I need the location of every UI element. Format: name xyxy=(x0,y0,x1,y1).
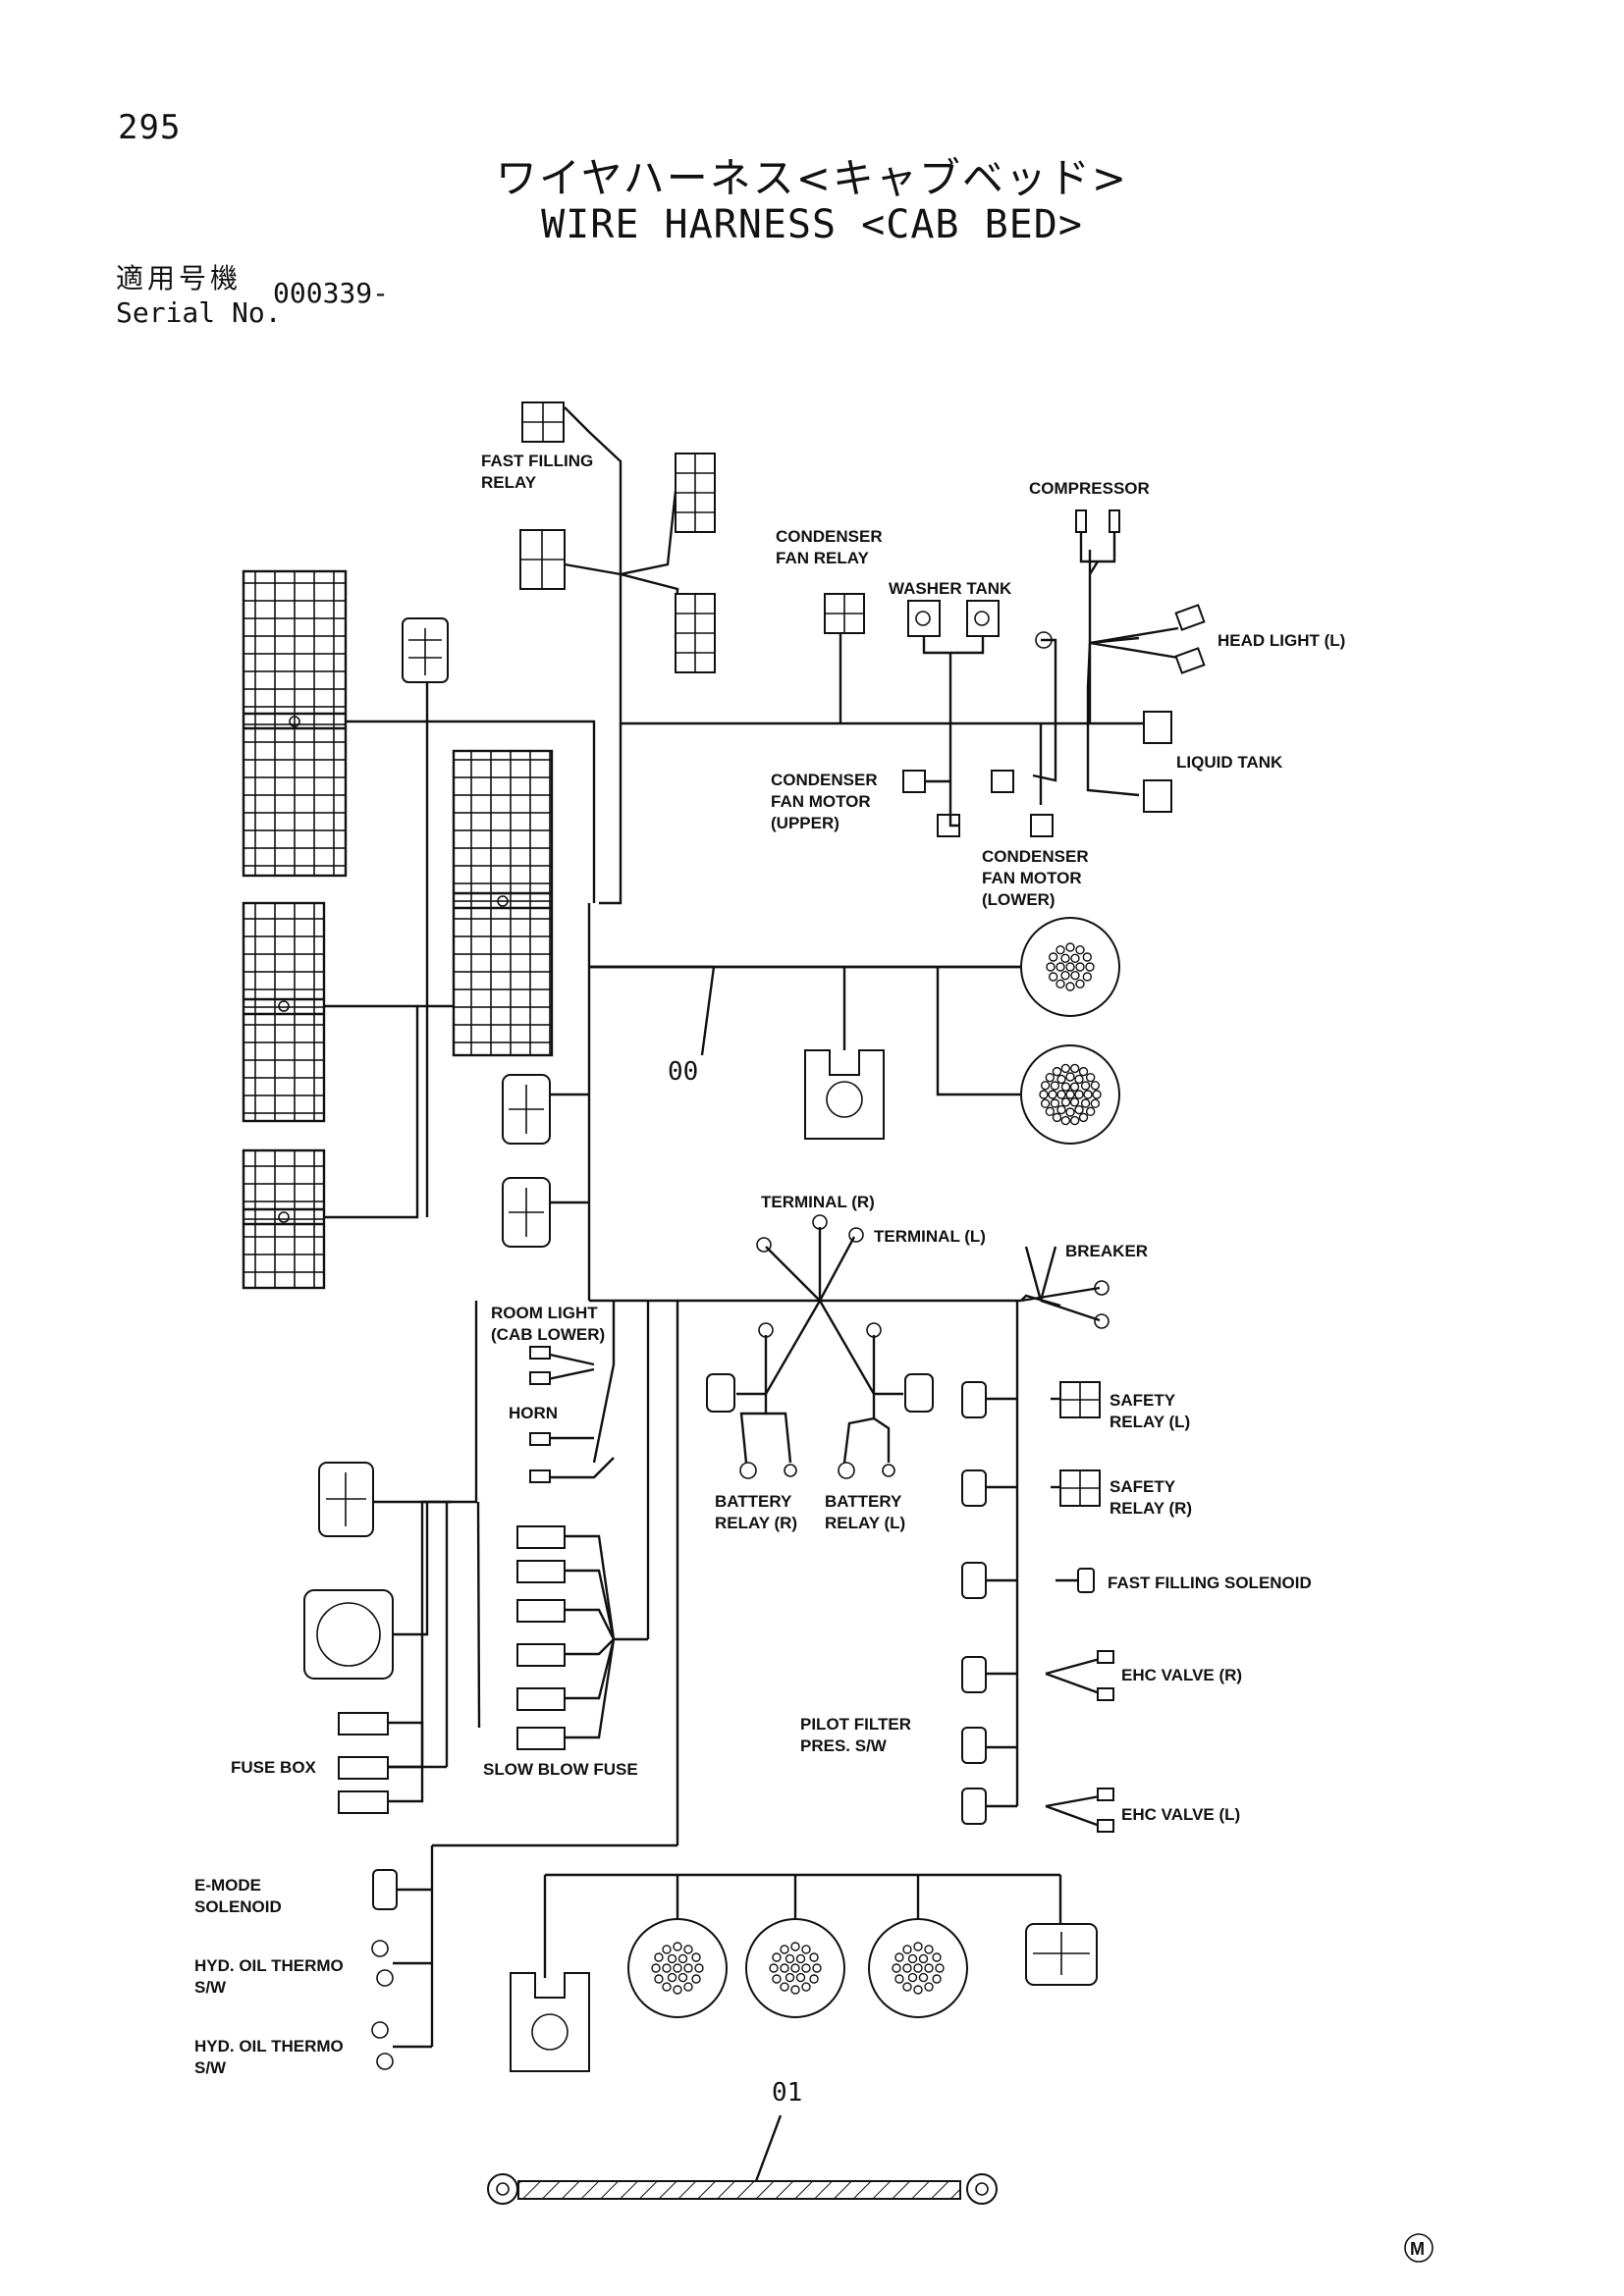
room-light-horn-connectors xyxy=(529,1346,551,1483)
label-battery-relay-l-1: BATTERY xyxy=(825,1492,902,1511)
sensor-u-shape-lower xyxy=(510,1972,590,2072)
label-hyd-oil-1a: HYD. OIL THERMO xyxy=(194,1956,344,1975)
condenser-fan-relay-connector xyxy=(824,593,865,634)
connector-pin-holes xyxy=(1046,942,1095,991)
label-cfm-upper-3: (UPPER) xyxy=(771,814,839,832)
ecu-block-small-left xyxy=(242,1148,326,1290)
label-washer-tank: WASHER TANK xyxy=(889,579,1012,598)
part-callout-01: 01 xyxy=(772,2078,802,2108)
label-head-light-l: HEAD LIGHT (L) xyxy=(1218,631,1345,650)
e-mode-solenoid-connector xyxy=(372,1869,398,1910)
serial-number-value: 000339- xyxy=(273,277,390,309)
label-safety-relay-l-2: RELAY (L) xyxy=(1110,1413,1190,1431)
ecu-block-large-left xyxy=(242,569,348,878)
label-battery-relay-r-2: RELAY (R) xyxy=(715,1514,797,1532)
label-safety-relay-l-1: SAFETY xyxy=(1110,1391,1176,1410)
relay-connectors-stack xyxy=(519,453,716,673)
head-light-connectors xyxy=(1035,604,1206,674)
label-pilot-filter-2: PRES. S/W xyxy=(800,1736,888,1755)
label-hyd-oil-1b: S/W xyxy=(194,1978,227,1997)
slow-blow-fuse-connectors xyxy=(516,1525,566,1750)
connector-pin-holes xyxy=(892,1942,945,1995)
part-callout-00: 00 xyxy=(668,1057,698,1087)
label-liquid-tank: LIQUID TANK xyxy=(1176,753,1283,772)
label-fast-filling-relay-2: RELAY xyxy=(481,473,537,492)
label-battery-relay-r-1: BATTERY xyxy=(715,1492,792,1511)
label-terminal-r: TERMINAL (R) xyxy=(761,1193,875,1211)
liquid-tank-connectors xyxy=(1143,711,1172,813)
m-mark: M xyxy=(1404,2233,1434,2263)
label-hyd-oil-2b: S/W xyxy=(194,2058,227,2077)
small-connector-left xyxy=(402,617,449,683)
label-compressor: COMPRESSOR xyxy=(1029,479,1150,498)
label-ehc-valve-l: EHC VALVE (L) xyxy=(1121,1805,1240,1824)
label-cfm-lower-2: FAN MOTOR xyxy=(982,869,1082,887)
label-pilot-filter-1: PILOT FILTER xyxy=(800,1715,911,1734)
ecu-block-center xyxy=(452,749,554,1057)
ground-cable-part-01 xyxy=(487,2114,998,2205)
fast-filling-relay-connector xyxy=(521,401,565,443)
label-fast-filling-relay-1: FAST FILLING xyxy=(481,452,593,470)
label-battery-relay-l-2: RELAY (L) xyxy=(825,1514,905,1532)
title-japanese: ワイヤハーネス<キャブベッド> xyxy=(495,154,1129,202)
label-ehc-valve-r: EHC VALVE (R) xyxy=(1121,1666,1242,1684)
label-horn: HORN xyxy=(509,1404,558,1422)
compressor-connector xyxy=(1075,509,1120,575)
hyd-oil-thermo-switch-1 xyxy=(371,1940,394,1987)
label-room-light-2: (CAB LOWER) xyxy=(491,1325,605,1344)
small-connectors-center xyxy=(502,1074,551,1248)
label-safety-relay-r-2: RELAY (R) xyxy=(1110,1499,1192,1518)
connector-left-round xyxy=(303,1589,394,1680)
connector-pin-holes xyxy=(1039,1063,1102,1126)
connector-pin-holes xyxy=(769,1942,822,1995)
title-english: WIRE HARNESS <CAB BED> xyxy=(541,202,1083,247)
page-number: 295 xyxy=(118,108,182,147)
label-hyd-oil-2a: HYD. OIL THERMO xyxy=(194,2037,344,2056)
label-cfm-upper-2: FAN MOTOR xyxy=(771,792,871,811)
label-cfm-upper-1: CONDENSER xyxy=(771,771,878,789)
label-e-mode-2: SOLENOID xyxy=(194,1897,282,1916)
main-wiring xyxy=(324,406,1179,2049)
label-fast-filling-solenoid: FAST FILLING SOLENOID xyxy=(1108,1574,1312,1592)
label-terminal-l: TERMINAL (L) xyxy=(874,1227,986,1246)
right-column-connectors xyxy=(961,1381,1114,1833)
label-safety-relay-r-1: SAFETY xyxy=(1110,1477,1176,1496)
serial-label-english: Serial No. xyxy=(116,296,282,329)
hyd-oil-thermo-switch-2 xyxy=(371,2021,394,2070)
square-connector-bottom xyxy=(1025,1923,1098,1986)
serial-label-japanese: 適用号機 xyxy=(116,262,243,294)
sensor-u-shape-upper xyxy=(804,1049,885,1140)
diagram-labels: FAST FILLING RELAY COMPRESSOR CONDENSER … xyxy=(194,452,1345,2077)
connector-pin-holes xyxy=(651,1942,704,1995)
terminal-circles xyxy=(706,1214,1110,1479)
label-room-light-1: ROOM LIGHT xyxy=(491,1304,598,1322)
washer-tank-connectors xyxy=(907,600,1000,655)
fuse-box-connectors xyxy=(338,1712,389,1814)
label-condenser-fan-relay-1: CONDENSER xyxy=(776,527,883,546)
label-slow-blow-fuse: SLOW BLOW FUSE xyxy=(483,1760,638,1779)
label-e-mode-1: E-MODE xyxy=(194,1876,261,1895)
label-condenser-fan-relay-2: FAN RELAY xyxy=(776,549,869,567)
label-fuse-box: FUSE BOX xyxy=(231,1758,317,1777)
label-cfm-lower-3: (LOWER) xyxy=(982,890,1056,909)
connector-left-square xyxy=(318,1462,374,1537)
svg-text:M: M xyxy=(1410,2239,1425,2259)
condenser-fan-motor-connectors xyxy=(902,723,1054,837)
ecu-block-middle-left xyxy=(242,901,326,1123)
label-breaker: BREAKER xyxy=(1065,1242,1148,1260)
label-cfm-lower-1: CONDENSER xyxy=(982,847,1089,866)
